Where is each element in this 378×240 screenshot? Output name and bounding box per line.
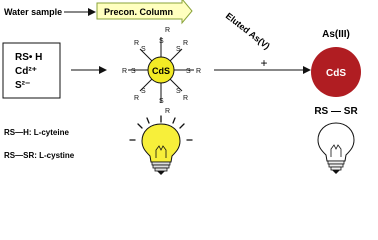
legend-cysteine: RS—H: L-cyteine (4, 128, 69, 137)
ligand-s-top: S (159, 38, 164, 45)
plus-sign: + (260, 56, 267, 70)
ligand-s-topright: S (176, 46, 181, 53)
legend-cystine: RS—SR: L-cystine (4, 151, 75, 160)
ligand-s-right: S (186, 68, 191, 75)
light-bulb-off-icon (317, 122, 355, 174)
ligand-s-bottomright: S (176, 88, 181, 95)
as3-label: As(III) (322, 29, 350, 40)
light-bulb-on-icon (129, 115, 193, 175)
ligand-r-topleft: R (134, 40, 139, 47)
water-sample-label: Water sample (4, 7, 62, 17)
eluted-as-label: Eluted As(V) (224, 11, 272, 52)
diagram-canvas: Water sample Precon. Column Eluted As(V)… (2, 0, 361, 175)
ligand-r-bottom: R (165, 108, 170, 115)
reagents-box (2, 42, 61, 99)
qd-core-label: CdS (152, 66, 170, 76)
qd-core (147, 56, 175, 84)
reagent-cd: Cd²⁺ (15, 66, 37, 77)
qd-ligand-spokes (128, 37, 194, 103)
reagent-rsh: RS• H (15, 52, 42, 63)
diagram-svg: Water sample Precon. Column Eluted As(V)… (2, 0, 361, 175)
ligand-s-left: S (131, 68, 136, 75)
reagent-s: S²⁻ (15, 80, 30, 91)
ligand-r-bottomleft: R (134, 95, 139, 102)
ligand-r-left: R (122, 68, 127, 75)
precon-column-label: Precon. Column (104, 7, 173, 17)
ligand-r-topright: R (183, 40, 188, 47)
ligand-r-right: R (196, 68, 201, 75)
product-label: RS — SR (314, 106, 358, 117)
ligand-s-bottomleft: S (141, 88, 146, 95)
precon-column-box (96, 0, 193, 25)
ligand-r-top: R (165, 27, 170, 34)
aggregate-core-label: CdS (326, 68, 346, 79)
ligand-s-bottom: S (159, 98, 164, 105)
ligand-r-bottomright: R (183, 95, 188, 102)
ligand-s-topleft: S (141, 46, 146, 53)
aggregate-core (311, 47, 361, 97)
